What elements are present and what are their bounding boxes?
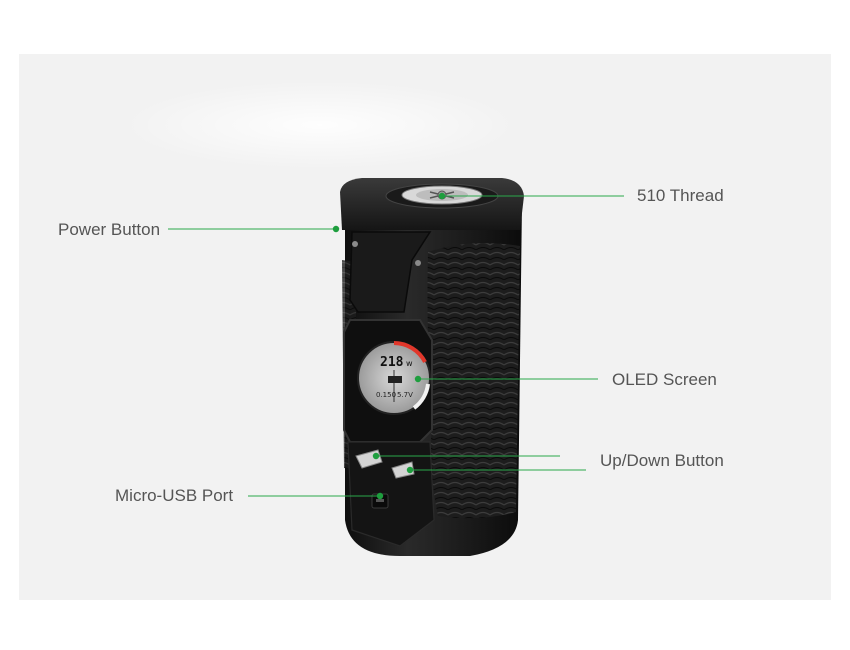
wattage-unit: w	[406, 359, 413, 368]
power-button-label: Power Button	[58, 220, 161, 239]
resistance-readout: 0.150	[376, 391, 396, 399]
up-down-button-label: Up/Down Button	[600, 451, 724, 470]
thread-leader-dot	[438, 192, 446, 200]
power-leader-dot	[332, 225, 340, 233]
oled-screen-display: 218 w 0.150 5.7V	[357, 341, 431, 415]
battery-indicator	[388, 376, 402, 383]
faded-logo-watermark	[120, 80, 520, 170]
oled-screen-label: OLED Screen	[612, 370, 717, 389]
wattage-readout: 218	[380, 355, 404, 370]
oled-leader-dot	[414, 375, 422, 383]
up-leader-dot	[372, 452, 380, 460]
down-button[interactable]	[391, 461, 415, 479]
usb-leader-dot	[376, 492, 384, 500]
callout-leaders	[168, 192, 624, 500]
down-leader-dot	[406, 466, 414, 474]
micro-usb-port-label: Micro-USB Port	[115, 486, 234, 505]
thread-510-label: 510 Thread	[637, 186, 724, 205]
voltage-readout: 5.7V	[397, 391, 413, 399]
